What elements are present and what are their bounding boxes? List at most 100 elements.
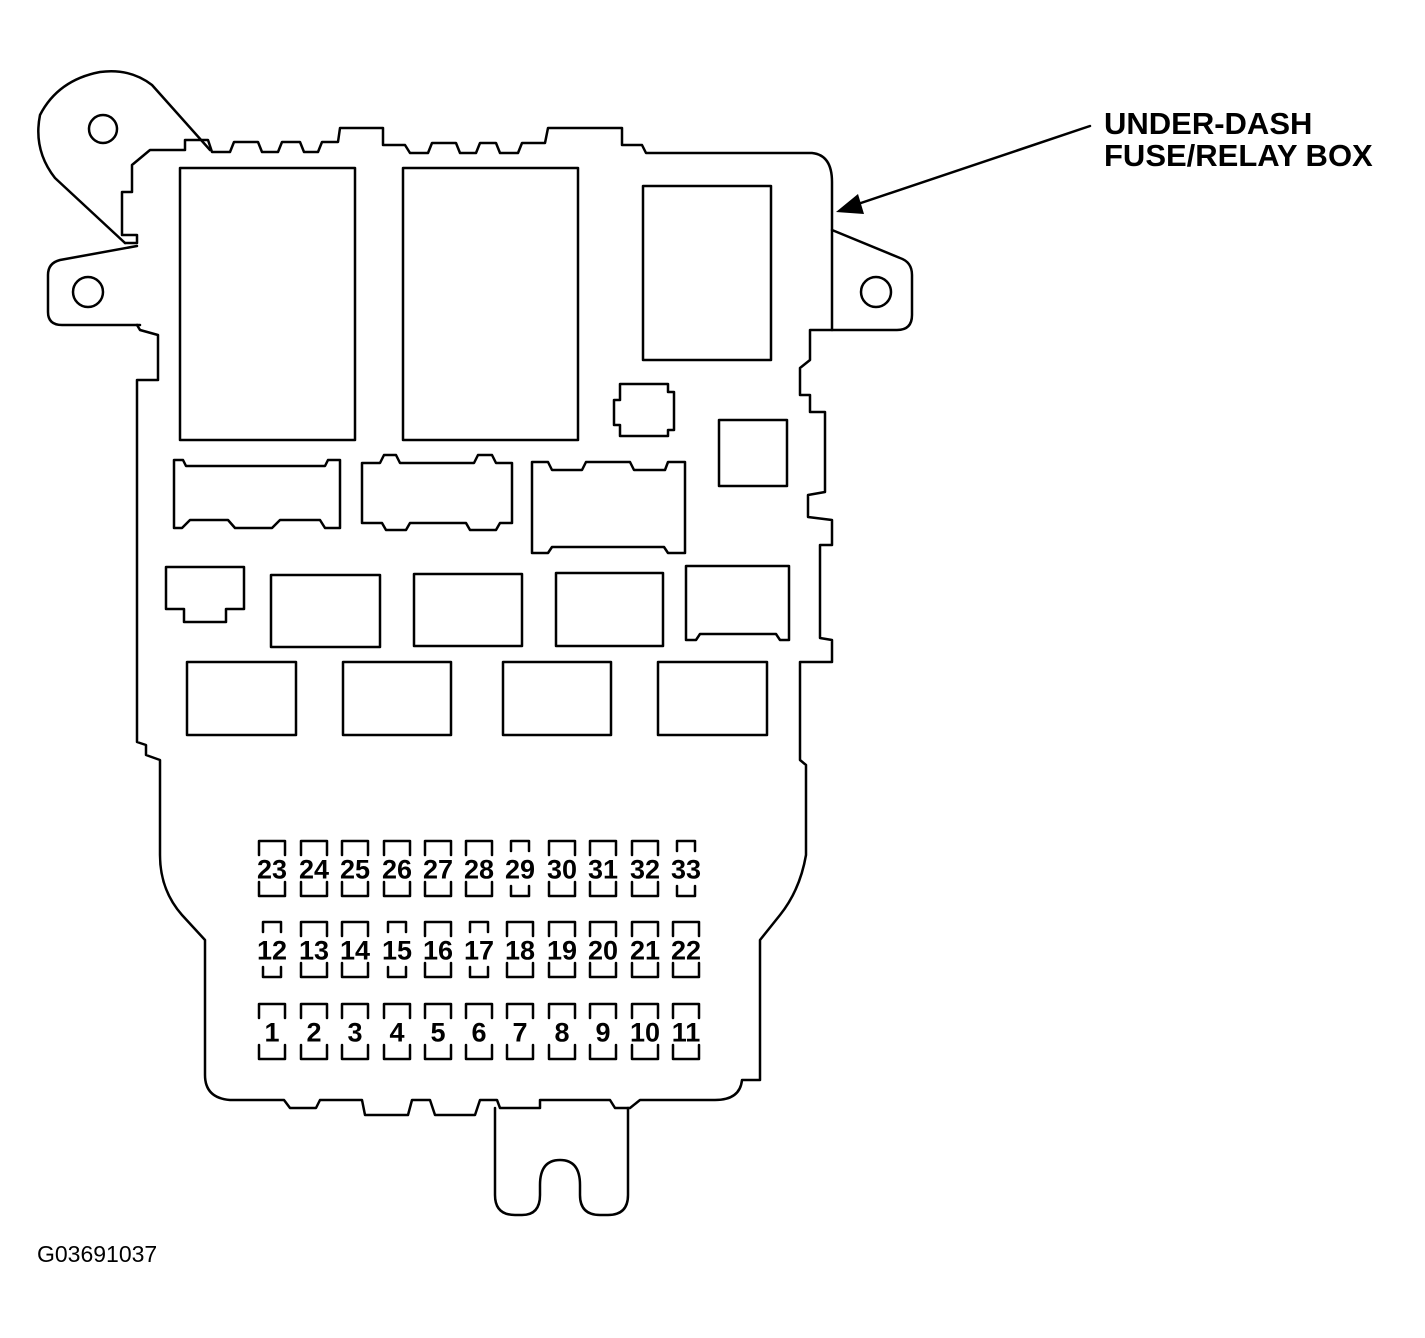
fuse-label: 20 xyxy=(588,936,618,966)
fuse-31: 31 xyxy=(588,839,618,898)
fuse-22: 22 xyxy=(671,920,701,979)
fuse-26: 26 xyxy=(382,839,412,898)
fuse-25: 25 xyxy=(340,839,370,898)
box-outline xyxy=(120,126,834,1117)
fuse-21-top-bracket xyxy=(630,920,660,938)
fuse-1-bottom-bracket xyxy=(257,1043,287,1061)
fuse-label: 5 xyxy=(430,1018,445,1048)
fuse-10: 10 xyxy=(630,1002,660,1061)
fuse-2-top-bracket xyxy=(299,1002,329,1020)
fuse-22-bottom-bracket xyxy=(671,961,701,979)
large-relay-2 xyxy=(401,166,580,442)
fuse-8-top-bracket xyxy=(547,1002,577,1020)
fuse-14-top-bracket xyxy=(340,920,370,938)
fuse-label: 6 xyxy=(471,1018,486,1048)
fuse-3-bottom-bracket xyxy=(340,1043,370,1061)
fuse-25-top-bracket xyxy=(340,839,370,857)
fuse-label: 4 xyxy=(389,1018,404,1048)
connector-3 xyxy=(530,460,687,555)
fuse-12-top-bracket xyxy=(261,920,283,934)
fuse-13: 13 xyxy=(299,920,329,979)
fuse-29: 29 xyxy=(505,839,535,898)
fuse-label: 2 xyxy=(306,1018,321,1048)
fuse-label: 3 xyxy=(347,1018,362,1048)
fuse-12-bottom-bracket xyxy=(261,965,283,979)
fuse-label: 18 xyxy=(505,936,535,966)
fuse-33: 33 xyxy=(671,839,701,898)
fuse-label: 11 xyxy=(672,1018,701,1048)
fuse-24-top-bracket xyxy=(299,839,329,857)
relay-row2-3 xyxy=(501,660,613,737)
callout-label-line2: FUSE/RELAY BOX xyxy=(1104,138,1373,173)
fuse-30-bottom-bracket xyxy=(547,880,577,898)
fuse-label: 30 xyxy=(547,855,577,885)
fuse-13-top-bracket xyxy=(299,920,329,938)
fuse-32: 32 xyxy=(630,839,660,898)
fuse-label: 23 xyxy=(257,855,287,885)
fuse-28: 28 xyxy=(464,839,494,898)
fuse-1-top-bracket xyxy=(257,1002,287,1020)
fuse-7: 7 xyxy=(505,1002,535,1061)
fuse-label: 15 xyxy=(382,936,412,966)
fuse-7-bottom-bracket xyxy=(505,1043,535,1061)
fuse-33-bottom-bracket xyxy=(675,884,697,898)
fuse-12: 12 xyxy=(257,920,287,979)
callout-label-line1: UNDER-DASH xyxy=(1104,106,1312,141)
small-relay-right xyxy=(717,418,789,488)
right-mount-ear xyxy=(830,228,914,332)
fuse-label: 28 xyxy=(464,855,494,885)
fuse-27-top-bracket xyxy=(423,839,453,857)
fuse-3: 3 xyxy=(340,1002,370,1061)
relay-upper-right xyxy=(641,184,773,362)
fuse-25-bottom-bracket xyxy=(340,880,370,898)
fuse-19-bottom-bracket xyxy=(547,961,577,979)
fuse-label: 29 xyxy=(505,855,535,885)
figure-code: G03691037 xyxy=(37,1241,157,1267)
fuse-6-bottom-bracket xyxy=(464,1043,494,1061)
relay-row2-2 xyxy=(341,660,453,737)
fuse-26-top-bracket xyxy=(382,839,412,857)
fuse-32-top-bracket xyxy=(630,839,660,857)
fuse-20: 20 xyxy=(588,920,618,979)
fuse-17-bottom-bracket xyxy=(468,965,490,979)
fuse-9: 9 xyxy=(588,1002,618,1061)
fuse-label: 8 xyxy=(554,1018,569,1048)
fuse-11: 11 xyxy=(671,1002,701,1061)
fuse-9-bottom-bracket xyxy=(588,1043,618,1061)
fuse-11-top-bracket xyxy=(671,1002,701,1020)
fuse-28-bottom-bracket xyxy=(464,880,494,898)
connector-1 xyxy=(172,458,342,530)
fuse-27-bottom-bracket xyxy=(423,880,453,898)
fuse-6: 6 xyxy=(464,1002,494,1061)
fuse-18: 18 xyxy=(505,920,535,979)
fuse-18-top-bracket xyxy=(505,920,535,938)
fuse-label: 26 xyxy=(382,855,412,885)
fuse-label: 31 xyxy=(588,855,618,885)
fuse-26-bottom-bracket xyxy=(382,880,412,898)
relay-row1-2 xyxy=(412,572,524,648)
relay-row2-4 xyxy=(656,660,769,737)
fuse-15-bottom-bracket xyxy=(386,965,408,979)
fuse-16-top-bracket xyxy=(423,920,453,938)
upper-mount-ear xyxy=(37,70,212,245)
relay-row2-1 xyxy=(185,660,298,737)
fuse-8: 8 xyxy=(547,1002,577,1061)
fuse-20-bottom-bracket xyxy=(588,961,618,979)
fuse-label: 12 xyxy=(257,936,287,966)
fuse-16-bottom-bracket xyxy=(423,961,453,979)
fuse-31-bottom-bracket xyxy=(588,880,618,898)
fuse-22-top-bracket xyxy=(671,920,701,938)
small-connector-top xyxy=(612,382,676,438)
fuse-4: 4 xyxy=(382,1002,412,1061)
fuse-15: 15 xyxy=(382,920,412,979)
fuse-19: 19 xyxy=(547,920,577,979)
fuse-14: 14 xyxy=(340,920,370,979)
fuse-29-bottom-bracket xyxy=(509,884,531,898)
fuse-28-top-bracket xyxy=(464,839,494,857)
fuse-7-top-bracket xyxy=(505,1002,535,1020)
fuse-label: 17 xyxy=(464,936,494,966)
connector-2 xyxy=(360,453,514,532)
upper-mount-hole xyxy=(87,113,119,145)
fuse-4-top-bracket xyxy=(382,1002,412,1020)
